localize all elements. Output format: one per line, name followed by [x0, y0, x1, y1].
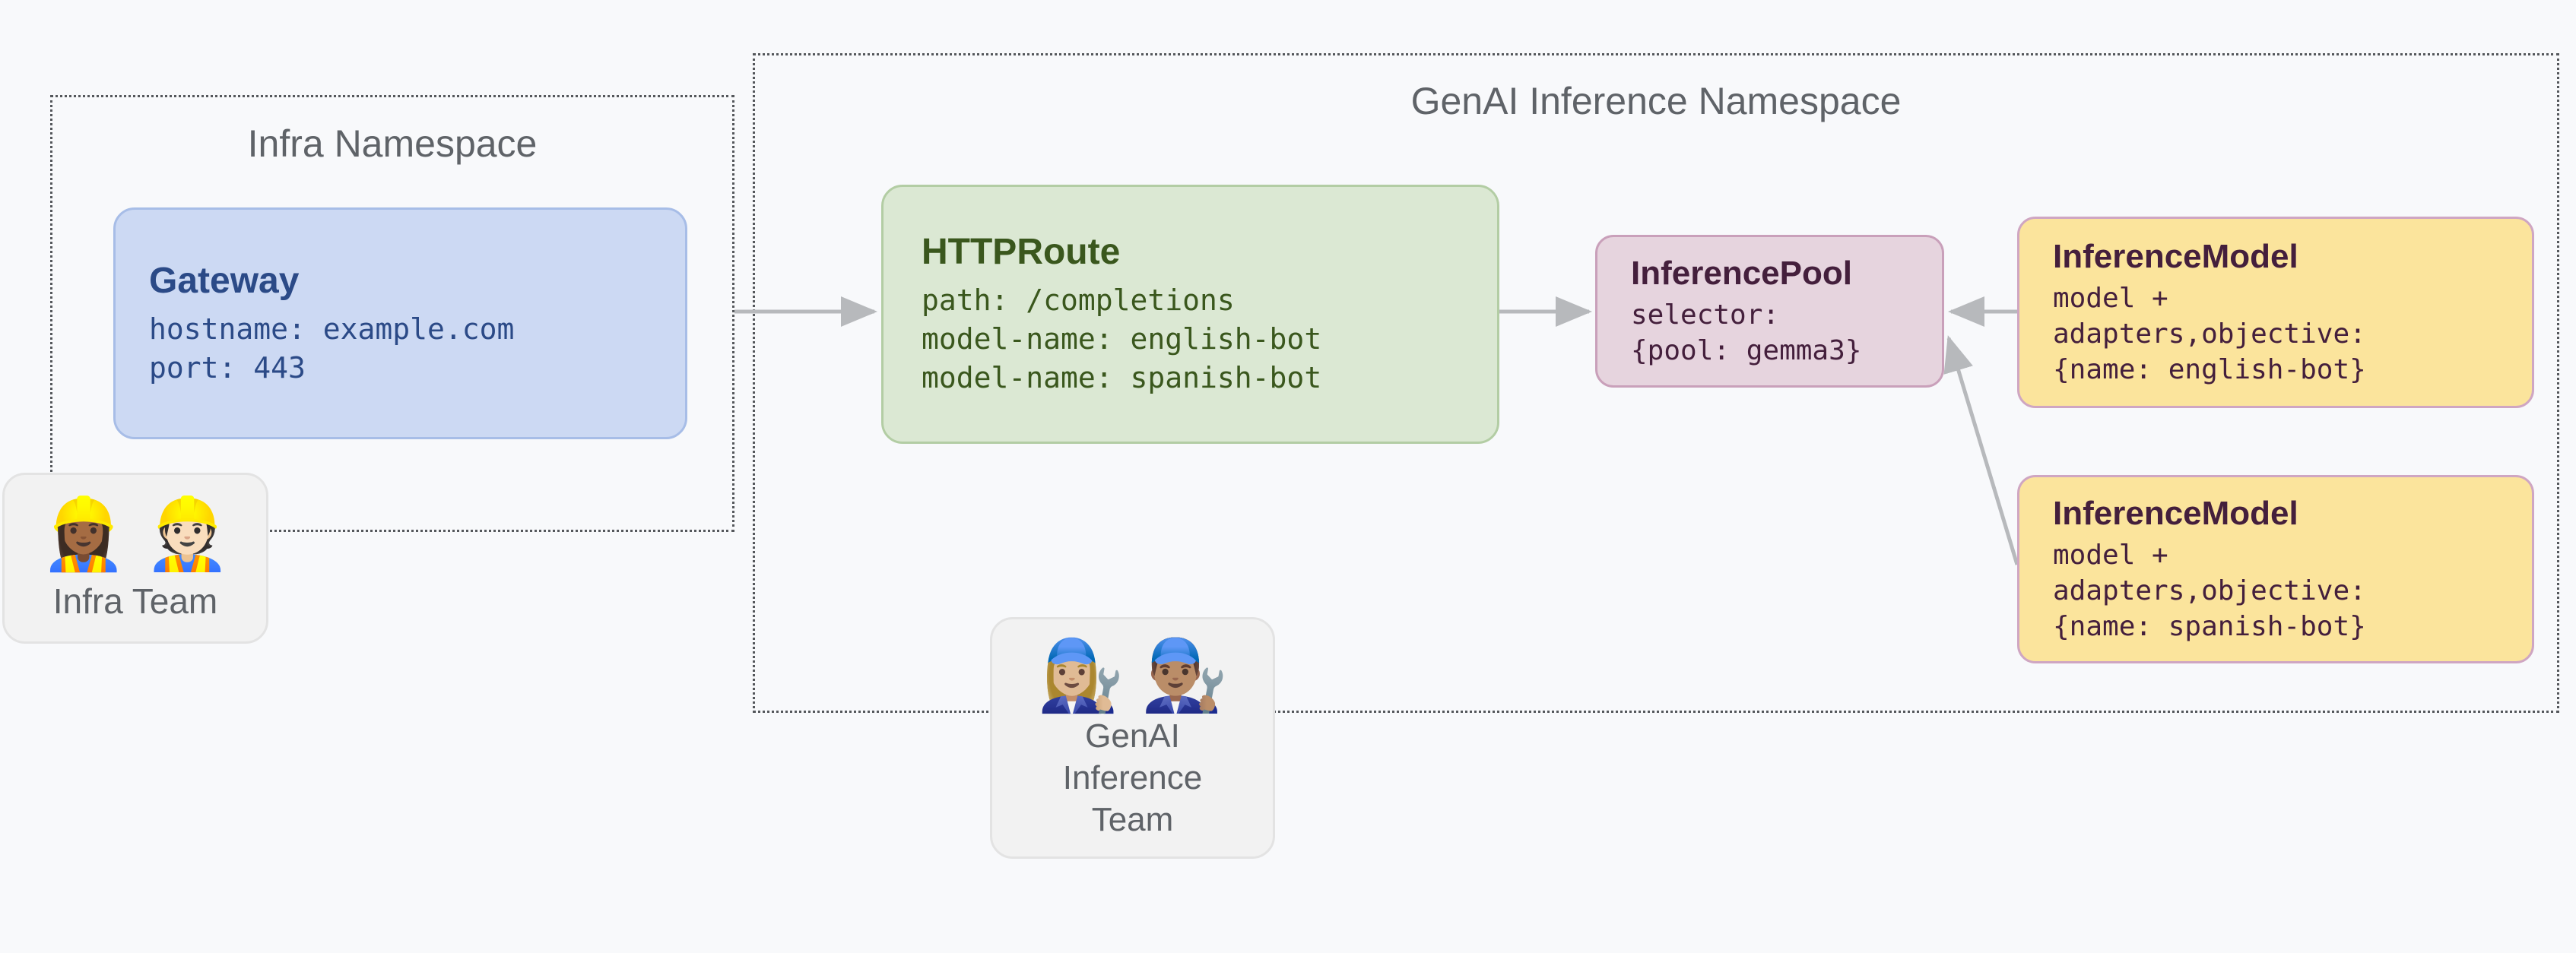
- infra-team-card: 👷🏾‍♀️👷🏻 Infra Team: [2, 473, 268, 644]
- inferencemodel-english-node-title: InferenceModel: [2053, 237, 2298, 275]
- httproute-node-title: HTTPRoute: [922, 232, 1121, 272]
- inferencepool-node: InferencePool selector:{pool: gemma3}: [1595, 235, 1944, 388]
- arrow-inferencemodel-spanish-to-inferencepool: [1943, 335, 2019, 565]
- inferencepool-node-config: selector:{pool: gemma3}: [1631, 299, 1862, 366]
- infra-namespace-title: Infra Namespace: [247, 122, 538, 165]
- genai-team-mechanic-icons: 👩🏼‍🔧👨🏽‍🔧: [1036, 634, 1229, 716]
- genai-namespace-box: [753, 53, 2559, 713]
- infra-namespace-box: [50, 95, 734, 532]
- gateway-node-title: Gateway: [149, 260, 300, 301]
- inferencemodel-spanish-node: InferenceModel model +adapters,objective…: [2017, 475, 2534, 663]
- inferencemodel-english-node-config: model +adapters,objective:{name: english…: [2053, 282, 2366, 385]
- inferencepool-node-title: InferencePool: [1631, 254, 1852, 292]
- genai-namespace-title: GenAI Inference Namespace: [1410, 80, 1902, 122]
- inferencemodel-spanish-node-config: model +adapters,objective:{name: spanish…: [2053, 539, 2366, 642]
- infra-team-construction-worker-icons: 👷🏾‍♀️👷🏻: [40, 492, 231, 575]
- infra-team-label: Infra Team: [52, 581, 218, 621]
- inferencemodel-spanish-node-title: InferenceModel: [2053, 494, 2298, 532]
- inferencemodel-english-node: InferenceModel model +adapters,objective…: [2017, 217, 2534, 408]
